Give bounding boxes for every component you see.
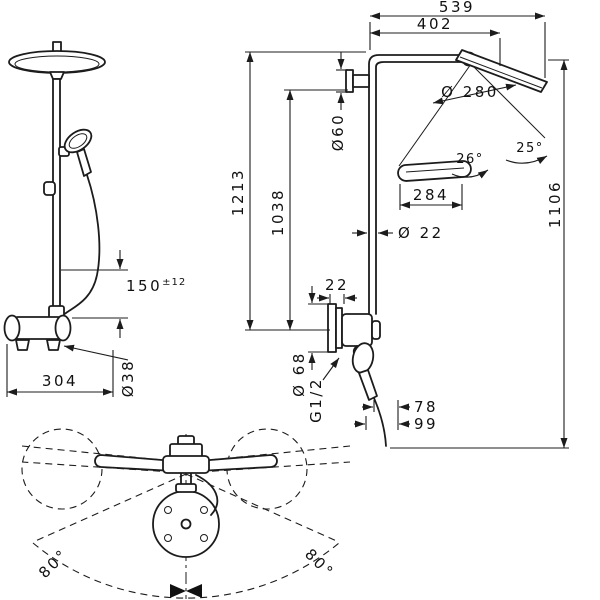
dim-reach-total-label: 539	[439, 0, 475, 16]
dim-escutcheon-diameter-label: Ø38	[119, 359, 137, 397]
swivel-circle-left	[21, 428, 103, 510]
dim-height-total-label: 1213	[229, 168, 247, 216]
dim-height-adjust: 150±12	[61, 250, 186, 338]
thermostat-side	[327, 303, 381, 353]
overhead-shower-front	[8, 41, 106, 80]
dim-bracket-escutcheon: Ø60	[329, 52, 348, 151]
overhead-shower-side	[397, 49, 548, 182]
dim-height-bracket-label: 1038	[269, 188, 287, 236]
hand-shower-side	[351, 342, 387, 447]
dim-valve-escutcheon-label: Ø 68	[290, 351, 308, 397]
front-view: 150±12 304 Ø38	[3, 41, 186, 397]
dim-tilt-angles: 26° 25°	[451, 141, 548, 179]
shower-hose-front	[56, 174, 101, 319]
dim-height-arm-label: 1106	[546, 180, 564, 228]
dim-escutcheon-diameter: Ø38	[63, 344, 137, 397]
dim-handshower-offset-label: 78	[414, 398, 438, 416]
dim-pipe-diameter: Ø 22	[352, 224, 444, 242]
dim-head-width: 284	[399, 184, 463, 210]
shower-top-view	[94, 435, 278, 558]
dim-head-diameter: Ø 280	[432, 83, 517, 105]
side-view: 539 402 Ø 280 Ø60 1213 1038	[229, 0, 569, 449]
dim-head-diameter-label: Ø 280	[441, 83, 499, 101]
dim-wall-clearance-label: 22	[325, 276, 349, 294]
dim-valve-width-label: 304	[42, 372, 78, 390]
dim-height-adjust-label: 150±12	[126, 277, 186, 295]
dim-wall-clearance: 22	[317, 276, 357, 304]
dim-height-bracket: 1038	[269, 89, 348, 330]
dim-reach-arm-label: 402	[417, 15, 453, 33]
dim-valve-escutcheon: Ø 68	[290, 286, 328, 397]
dim-tilt-inner-label: 26°	[456, 152, 484, 167]
dim-head-width-label: 284	[413, 186, 449, 204]
thermostat-front	[3, 305, 72, 351]
dim-reach-total: 539	[369, 0, 546, 78]
shower-pipe-side	[368, 54, 467, 315]
swivel-radius-left	[32, 473, 187, 543]
dim-tilt-outer-label: 25°	[516, 141, 544, 156]
dim-bracket-escutcheon-label: Ø60	[329, 113, 347, 151]
dim-connection-thread: G1/2	[307, 357, 340, 423]
rotation-arrow	[170, 584, 202, 598]
hand-shower-front	[43, 128, 93, 196]
dim-swivel-left-label: 80°	[35, 545, 72, 582]
dim-handshower-offset: 78	[362, 398, 438, 430]
dim-swivel-right-label: 80°	[301, 545, 338, 582]
dim-valve-width: 304	[6, 344, 114, 397]
dim-height-arm: 1106	[390, 59, 569, 449]
dim-connection-thread-label: G1/2	[307, 377, 325, 423]
dim-pipe-diameter-label: Ø 22	[398, 224, 444, 242]
dim-height-total: 1213	[229, 51, 366, 331]
dim-hose-offset: 99	[354, 415, 438, 433]
top-view: 80° 80°	[21, 428, 351, 599]
dim-hose-offset-label: 99	[414, 415, 438, 433]
dim-reach-arm: 402	[370, 15, 501, 66]
wall-bracket-side	[345, 69, 370, 93]
